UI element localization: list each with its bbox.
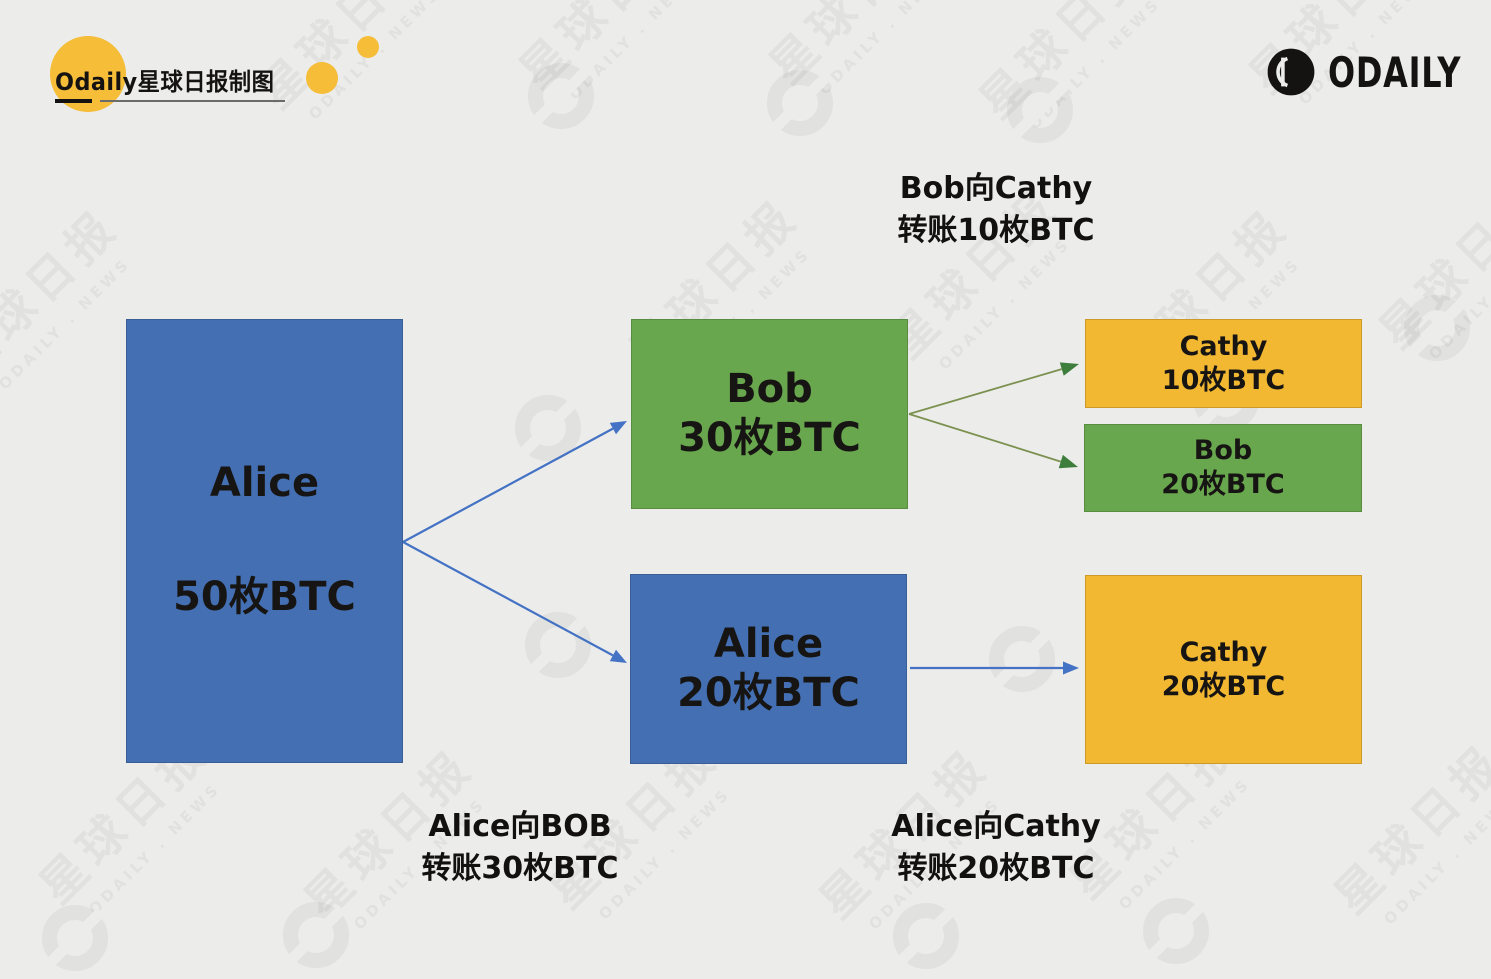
label-line1: Alice向Cathy xyxy=(891,809,1101,844)
label-line2: 转账20枚BTC xyxy=(897,851,1095,886)
node-cathy-10btc: Cathy 10枚BTC xyxy=(1085,319,1362,408)
node-amount: 30枚BTC xyxy=(678,415,861,461)
label-alice-to-cathy: Alice向Cathy 转账20枚BTC xyxy=(821,806,1171,890)
arrow-bob-to-cathy10 xyxy=(908,362,1079,415)
label-bob-to-cathy: Bob向Cathy 转账10枚BTC xyxy=(821,168,1171,252)
node-alice-20btc: Alice 20枚BTC xyxy=(630,574,907,764)
node-name: Cathy xyxy=(1179,330,1268,362)
node-bob-30btc: Bob 30枚BTC xyxy=(631,319,908,509)
node-amount: 50枚BTC xyxy=(173,574,356,620)
label-line2: 转账30枚BTC xyxy=(421,851,619,886)
node-cathy-20btc: Cathy 20枚BTC xyxy=(1085,575,1362,764)
label-line1: Bob向Cathy xyxy=(899,171,1093,206)
arrow-alice-to-alice20 xyxy=(402,541,627,663)
label-line2: 转账10枚BTC xyxy=(897,213,1095,248)
node-amount: 20枚BTC xyxy=(1161,670,1286,702)
node-name: Alice xyxy=(713,621,824,667)
watermark-logo xyxy=(528,63,594,129)
arrow-alice20-to-cathy20 xyxy=(910,661,1079,675)
label-line1: Alice向BOB xyxy=(428,809,612,844)
node-amount: 20枚BTC xyxy=(1161,469,1285,500)
node-name: Bob xyxy=(726,366,813,412)
arrow-bob-to-bob20 xyxy=(908,413,1078,469)
node-name: Alice xyxy=(209,460,320,506)
node-bob-20btc: Bob 20枚BTC xyxy=(1084,424,1362,512)
node-name: Bob xyxy=(1193,435,1253,466)
arrow-alice-to-bob xyxy=(402,421,627,543)
node-amount: 20枚BTC xyxy=(677,670,860,716)
node-amount: 10枚BTC xyxy=(1161,364,1286,396)
node-name: Cathy xyxy=(1179,636,1268,668)
label-alice-to-bob: Alice向BOB 转账30枚BTC xyxy=(345,806,695,890)
node-alice-50btc: Alice 50枚BTC xyxy=(126,319,403,763)
